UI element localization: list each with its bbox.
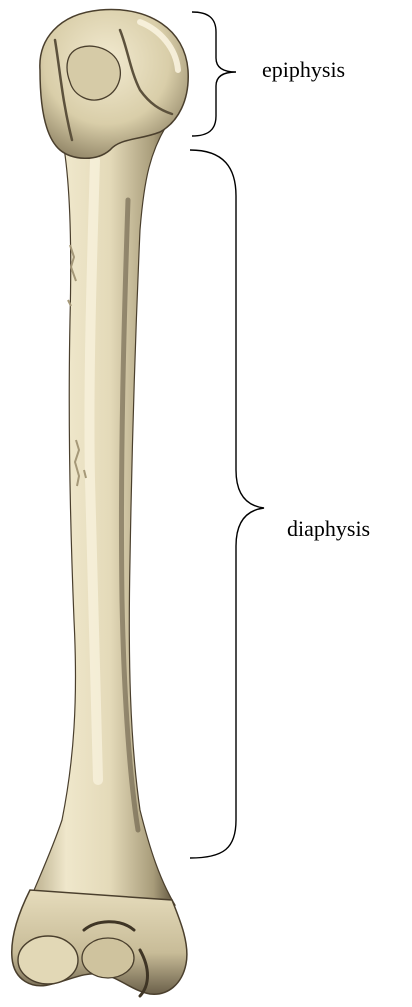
head-tubercle — [67, 46, 120, 100]
epiphysis-label: epiphysis — [262, 59, 345, 81]
diaphysis-label: diaphysis — [287, 518, 370, 540]
epiphysis-bracket — [192, 12, 236, 136]
diaphysis-bracket — [190, 150, 264, 858]
distal-condyle-left — [18, 936, 78, 984]
bone-shaft — [30, 120, 175, 905]
distal-condyle-center — [82, 938, 134, 978]
